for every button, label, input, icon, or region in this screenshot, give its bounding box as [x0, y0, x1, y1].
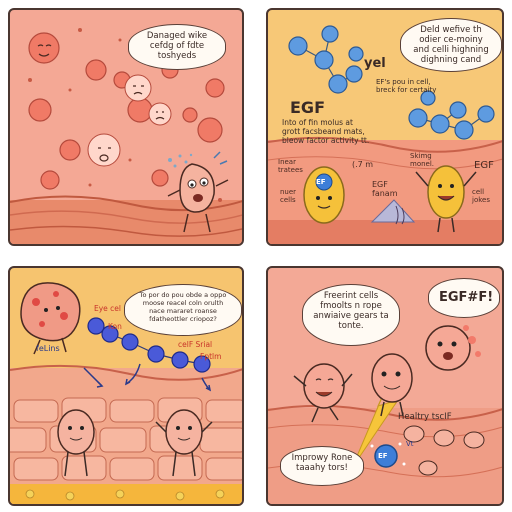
label-eye-cel: Eye cel — [94, 304, 121, 313]
label-egf-right: EGF — [474, 160, 494, 171]
egf-molecules-illustration — [268, 25, 502, 244]
egf-shout-bubble: EGF#F! — [428, 278, 500, 318]
panel-egf-signaling: To por do pou obde a oppo moose reacel c… — [8, 266, 244, 506]
label-egf-fanam: EGF fanam — [372, 180, 398, 198]
label-fptlm: Fptlm — [200, 352, 222, 361]
label-celf-srial: celF Srial — [178, 340, 213, 349]
label-kon: Kon — [108, 322, 122, 331]
signaling-illustration — [10, 282, 242, 504]
yel-label: yel — [364, 56, 386, 71]
label-healthy: Healtry tscIF — [398, 412, 452, 422]
speech-bubble: To por do pou obde a oppo moose reacel c… — [124, 284, 242, 336]
egf-title: EGF — [290, 98, 325, 117]
egf-note: EF's pou in cell, breck for certaity — [376, 78, 437, 94]
label-77m: (.7 m — [352, 160, 374, 169]
label-nuer-cells: nuer cells — [280, 188, 297, 204]
panel-damaged-cells: Danaged wike cefdg of fdte toshyeds — [8, 8, 244, 246]
healing-illustration — [268, 325, 502, 504]
label-linear-tratees: Inear tratees — [278, 158, 303, 174]
ef-badge: EF — [378, 452, 388, 460]
panel-healing: EGF#F! Freerint cells fmoolts n rope anw… — [266, 266, 504, 506]
speech-bubble-bottom: Improwy Rone taaahy tors! — [280, 446, 364, 486]
speech-bubble: Deld wefive th odier ce-moiny and celli … — [400, 18, 502, 72]
label-cell-jokes: cell jokes — [472, 188, 490, 204]
ef-badge: EF — [316, 178, 326, 186]
label-felins: feLins — [36, 344, 60, 353]
label-vt: Vt — [406, 440, 414, 448]
label-skimg-monel: Skimg monel. — [410, 152, 435, 168]
speech-bubble-top: Freerint cells fmoolts n rope anwiaive g… — [302, 284, 400, 346]
damaged-cells-illustration — [10, 28, 242, 244]
egf-description: Into of fin molus at grott facsbeand mat… — [282, 118, 370, 145]
panel-egf-intro: Deld wefive th odier ce-moiny and celli … — [266, 8, 504, 246]
speech-bubble: Danaged wike cefdg of fdte toshyeds — [128, 24, 226, 70]
